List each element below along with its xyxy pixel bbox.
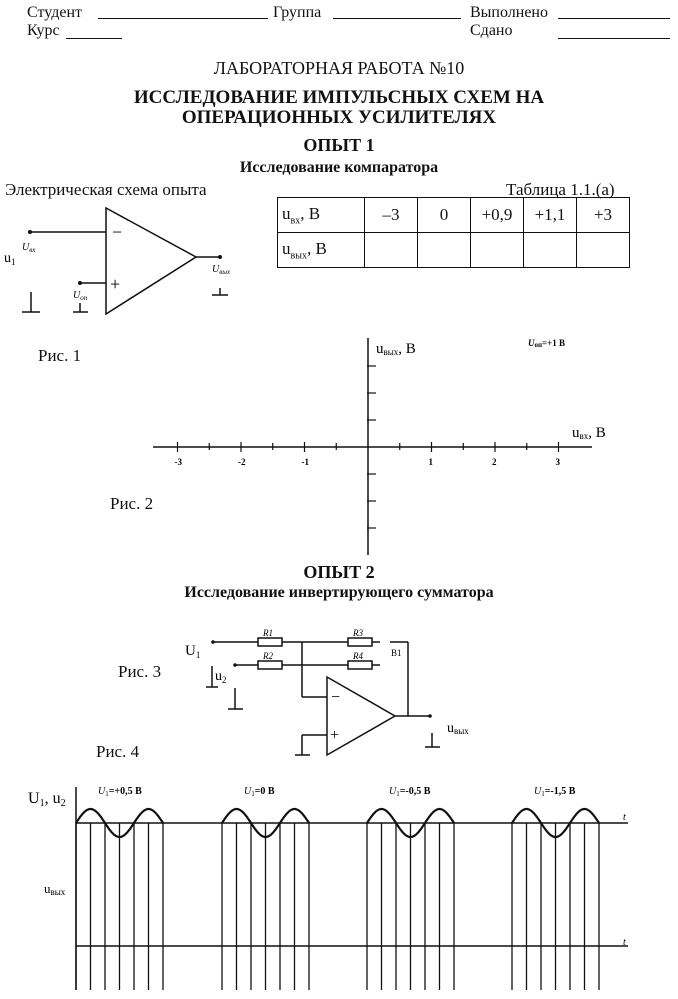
course-field[interactable] [66, 38, 122, 39]
output-axis-label: uвых [44, 881, 66, 897]
x-axis-label: uвх, В [572, 425, 606, 441]
group-label: U1=0 В [244, 786, 275, 798]
main-title-line2: ОПЕРАЦИОННЫХ УСИЛИТЕЛЯХ [181, 107, 497, 128]
group-label: U1=+0,5 В [98, 786, 142, 798]
lab-title: ЛАБОРАТОРНАЯ РАБОТА №10 [213, 58, 465, 78]
done-label: Выполнено [470, 4, 548, 21]
table-cell-empty[interactable] [576, 232, 630, 268]
input-axis-label: U1, u2 [28, 790, 66, 809]
table-cell-empty[interactable] [417, 232, 471, 268]
fig3-label: Рис. 3 [118, 662, 162, 681]
minus-sign-2: − [331, 689, 340, 706]
main-title-line1: ИССЛЕДОВАНИЕ ИМПУЛЬСНЫХ СХЕМ НА [133, 87, 545, 108]
x-tick-label: 1 [429, 457, 434, 467]
experiment2-subtitle: Исследование инвертирующего сумматора [184, 584, 494, 601]
fig2-label: Рис. 2 [110, 494, 154, 513]
transfer-graph: -3 -2 -1 1 2 3 uвых, В uвх, В Uоп=+1 В [153, 338, 606, 555]
x-tick-label: 3 [556, 457, 561, 467]
fig4-label: Рис. 4 [96, 742, 140, 761]
submitted-label: Сдано [470, 22, 513, 39]
student-label: Студент [27, 4, 83, 21]
experiment1-title: ОПЫТ 1 [303, 135, 375, 155]
table-caption: Таблица 1.1.(а) [506, 180, 615, 199]
group-field[interactable] [333, 18, 461, 19]
r2-label: R2 [262, 651, 273, 661]
y-axis-label: uвых, В [376, 341, 416, 357]
comparator-circuit: − + Uвх u1 Uоп Uвых [4, 206, 231, 316]
x-tick-label: -1 [302, 457, 310, 467]
student-field[interactable] [98, 18, 268, 19]
waveform-group: U1=0 В [221, 786, 310, 990]
experiment1-subtitle: Исследование компаратора [239, 159, 439, 176]
summer-circuit: R1 R3 R2 R4 B1 U1 u2 − + uвых [185, 628, 469, 757]
opamp-triangle [105, 206, 198, 316]
table-row-output: uвых, В [277, 232, 630, 268]
comparator-table: uвх, В –3 0 +0,9 +1,1 +3 uвых, В [277, 197, 630, 268]
group-label: Группа [273, 4, 322, 21]
r4-label: R4 [352, 651, 363, 661]
r3-label: R3 [352, 628, 363, 638]
output-terminal [218, 255, 222, 259]
experiment2-title: ОПЫТ 2 [303, 562, 375, 582]
table-cell: +0,9 [470, 197, 524, 233]
table-cell-empty[interactable] [364, 232, 418, 268]
x-tick-label: -3 [175, 457, 183, 467]
uvx-label: Uвх [22, 242, 36, 254]
group-label: U1=-1,5 В [534, 786, 576, 798]
reference-terminal [78, 281, 82, 285]
plus-sign: + [110, 274, 120, 294]
fig1-label: Рис. 1 [38, 346, 82, 365]
input-terminal [28, 230, 32, 234]
r1-label: R1 [262, 628, 273, 638]
table-cell-empty[interactable] [470, 232, 524, 268]
U1-label: U1 [185, 643, 200, 660]
t-label-top: t [623, 812, 626, 823]
waveform-group: U1=+0,5 В [75, 786, 164, 990]
minus-sign: − [112, 222, 122, 242]
done-field[interactable] [558, 18, 670, 19]
plus-sign-2: + [330, 727, 339, 744]
group-label: U1=-0,5 В [389, 786, 431, 798]
submitted-field[interactable] [558, 38, 670, 39]
row-header-uvyx: uвых, В [277, 232, 365, 268]
waveform-group: U1=-0,5 В [366, 786, 455, 990]
t-label-bottom: t [623, 937, 626, 948]
b1-label: B1 [391, 648, 402, 658]
uvyx-label: Uвых [212, 264, 231, 276]
x-tick-label: 2 [492, 457, 497, 467]
opamp2-triangle [326, 675, 397, 757]
u1-label: u1 [4, 251, 16, 267]
u2-label: u2 [215, 669, 227, 685]
x-tick-label: -2 [238, 457, 246, 467]
uop-annotation: Uоп=+1 В [528, 338, 565, 349]
uvyx-label-2: uвых [447, 721, 469, 736]
waveform-group: U1=-1,5 В [511, 786, 600, 990]
schema-label: Электрическая схема опыта [5, 180, 207, 199]
uop-label: Uоп [73, 290, 88, 302]
course-label: Курс [27, 22, 60, 39]
